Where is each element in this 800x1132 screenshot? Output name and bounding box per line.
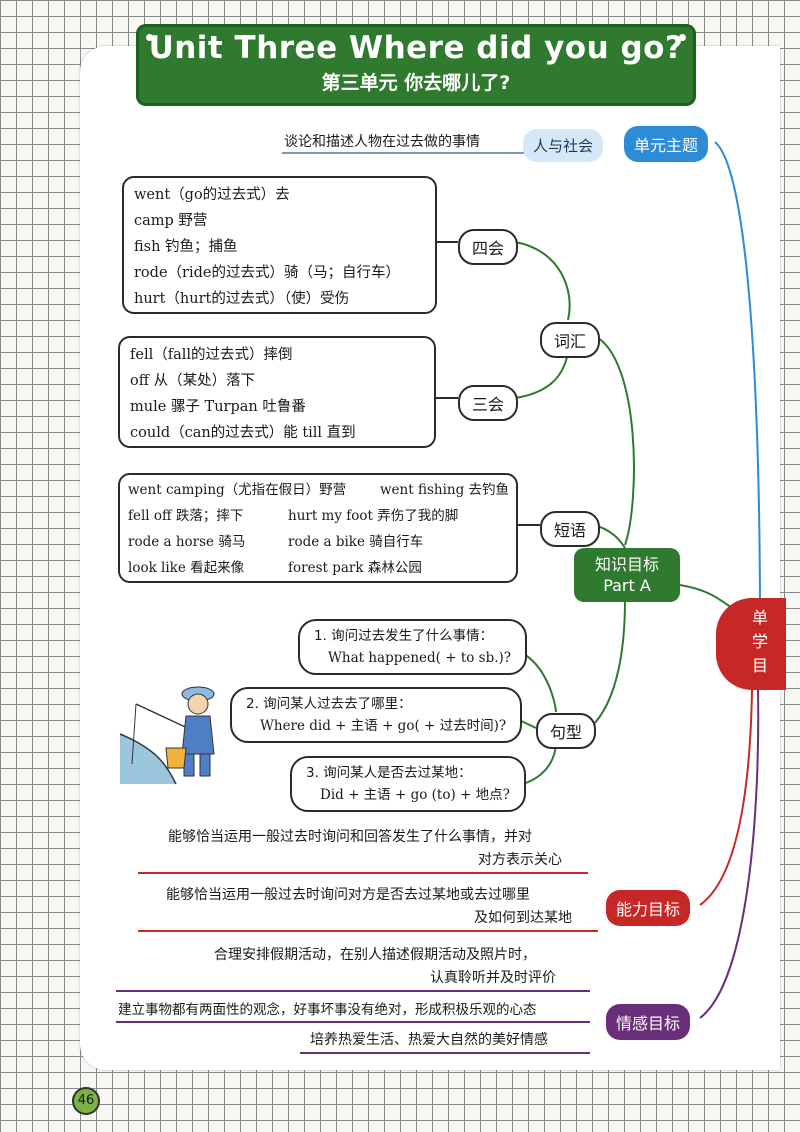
ability-underline bbox=[138, 872, 588, 874]
unit-goals-node: 单 学 目 bbox=[716, 598, 786, 690]
page-number: 46 bbox=[72, 1087, 100, 1115]
phrase: rode a horse 骑马 bbox=[128, 534, 246, 550]
emotion-underline bbox=[300, 1052, 590, 1054]
banner-dot bbox=[146, 34, 153, 41]
theme-description: 谈论和描述人物在过去做的事情 bbox=[284, 134, 480, 150]
phrase-row: went camping（尤指在假日）野营 went fishing 去钓鱼 bbox=[128, 477, 510, 503]
sentences-label: 句型 bbox=[536, 713, 597, 749]
vocab-label: 词汇 bbox=[540, 322, 601, 358]
vocab-item: camp 野营 bbox=[134, 213, 208, 229]
hub-connector bbox=[679, 584, 736, 611]
vocab-connector bbox=[594, 335, 635, 546]
vocab-item: went（go的过去式）去 bbox=[134, 187, 290, 203]
sentence-answer: Where did + 主语 + go( + 过去时间)? bbox=[260, 718, 507, 734]
phrase-row: rode a horse 骑马 rode a bike 骑自行车 bbox=[128, 529, 508, 555]
ability-goal-node: 能力目标 bbox=[606, 890, 691, 926]
vocab-item: rode（ride的过去式）骑（马；自行车） bbox=[134, 265, 400, 281]
ability-underline bbox=[138, 930, 598, 932]
knowledge-goal-part: Part A bbox=[603, 576, 651, 595]
vocab-item: fish 钓鱼；捕鱼 bbox=[134, 239, 238, 255]
emotion-goal-node: 情感目标 bbox=[606, 1004, 691, 1040]
sentence-question: 1. 询问过去发生了什么事情： bbox=[314, 628, 494, 644]
phrase: went fishing 去钓鱼 bbox=[380, 482, 510, 498]
page-subtitle: 第三单元 你去哪儿了? bbox=[321, 72, 511, 94]
emotion-connector bbox=[699, 689, 760, 1019]
ability-text: 及如何到达某地 bbox=[474, 910, 572, 926]
emotion-text: 合理安排假期活动，在别人描述假期活动及照片时， bbox=[214, 947, 536, 963]
theme-connector bbox=[714, 141, 761, 621]
title-banner: Unit Three Where did you go? 第三单元 你去哪儿了? bbox=[136, 24, 696, 106]
vocab-item: fell（fall的过去式）摔倒 bbox=[130, 347, 293, 363]
ability-text: 对方表示关心 bbox=[478, 852, 562, 868]
unit-goals-label: 单 学 目 bbox=[752, 608, 769, 675]
theme-category: 人与社会 bbox=[523, 129, 604, 162]
sentence-answer: What happened( + to sb.)? bbox=[328, 650, 512, 666]
phrase: rode a bike 骑自行车 bbox=[288, 534, 424, 550]
fishing-kid-illustration bbox=[119, 686, 215, 785]
emotion-underline bbox=[116, 990, 590, 992]
three-skills-box: fell（fall的过去式）摔倒 off 从（某处）落下 mule 骡子 Tur… bbox=[118, 336, 436, 448]
theme-tab: 单元主题 bbox=[624, 126, 709, 162]
ability-text: 能够恰当运用一般过去时询问和回答发生了什么事情，并对 bbox=[168, 829, 532, 845]
emotion-underline bbox=[116, 1021, 590, 1023]
page-title: Unit Three Where did you go? bbox=[148, 30, 684, 66]
phrase-row: look like 看起来像 forest park 森林公园 bbox=[128, 555, 508, 581]
ability-text: 能够恰当运用一般过去时询问对方是否去过某地或去过哪里 bbox=[166, 887, 530, 903]
knowledge-goal-node: 知识目标 Part A bbox=[574, 548, 680, 602]
sentence-answer: Did + 主语 + go (to) + 地点? bbox=[320, 787, 510, 803]
sentences-connector bbox=[589, 599, 626, 729]
emotion-text: 培养热爱生活、热爱大自然的美好情感 bbox=[310, 1032, 548, 1048]
three-skills-label: 三会 bbox=[458, 385, 519, 421]
phrase: fell off 跌落；摔下 bbox=[128, 508, 244, 524]
vocab-item: could（can的过去式）能 till 直到 bbox=[130, 425, 356, 441]
three-connector bbox=[514, 351, 569, 399]
phrase: went camping（尤指在假日）野营 bbox=[128, 482, 347, 498]
vocab-item: mule 骡子 Turpan 吐鲁番 bbox=[130, 399, 306, 415]
phrases-box: went camping（尤指在假日）野营 went fishing 去钓鱼 fe… bbox=[118, 473, 518, 583]
four-connector bbox=[514, 241, 571, 321]
theme-underline bbox=[282, 152, 526, 154]
ability-connector bbox=[699, 689, 753, 906]
phrase: forest park 森林公园 bbox=[288, 560, 422, 576]
emotion-text: 认真聆听并及时评价 bbox=[430, 970, 556, 986]
emotion-text: 建立事物都有两面性的观念，好事坏事没有绝对，形成积极乐观的心态 bbox=[118, 1002, 537, 1018]
vocab-item: hurt（hurt的过去式）（使）受伤 bbox=[134, 291, 350, 307]
four-skills-label: 四会 bbox=[458, 229, 519, 265]
phrase-row: fell off 跌落；摔下 hurt my foot 弄伤了我的脚 bbox=[128, 503, 508, 529]
sentence-box: 3. 询问某人是否去过某地： Did + 主语 + go (to) + 地点? bbox=[290, 756, 526, 812]
sentence-box: 2. 询问某人过去去了哪里： Where did + 主语 + go( + 过去… bbox=[230, 687, 523, 743]
sentence-question: 3. 询问某人是否去过某地： bbox=[306, 765, 472, 781]
phrase: hurt my foot 弄伤了我的脚 bbox=[288, 508, 459, 524]
pond bbox=[120, 734, 176, 784]
four-skills-box: went（go的过去式）去 camp 野营 fish 钓鱼；捕鱼 rode（ri… bbox=[122, 176, 437, 314]
sentence-box: 1. 询问过去发生了什么事情： What happened( + to sb.)… bbox=[298, 619, 528, 675]
phrase: look like 看起来像 bbox=[128, 560, 245, 576]
banner-dot bbox=[679, 34, 686, 41]
knowledge-goal-title: 知识目标 bbox=[594, 555, 659, 574]
phrases-label: 短语 bbox=[540, 511, 601, 547]
vocab-item: off 从（某处）落下 bbox=[130, 373, 256, 389]
sentence-question: 2. 询问某人过去去了哪里： bbox=[246, 696, 412, 712]
